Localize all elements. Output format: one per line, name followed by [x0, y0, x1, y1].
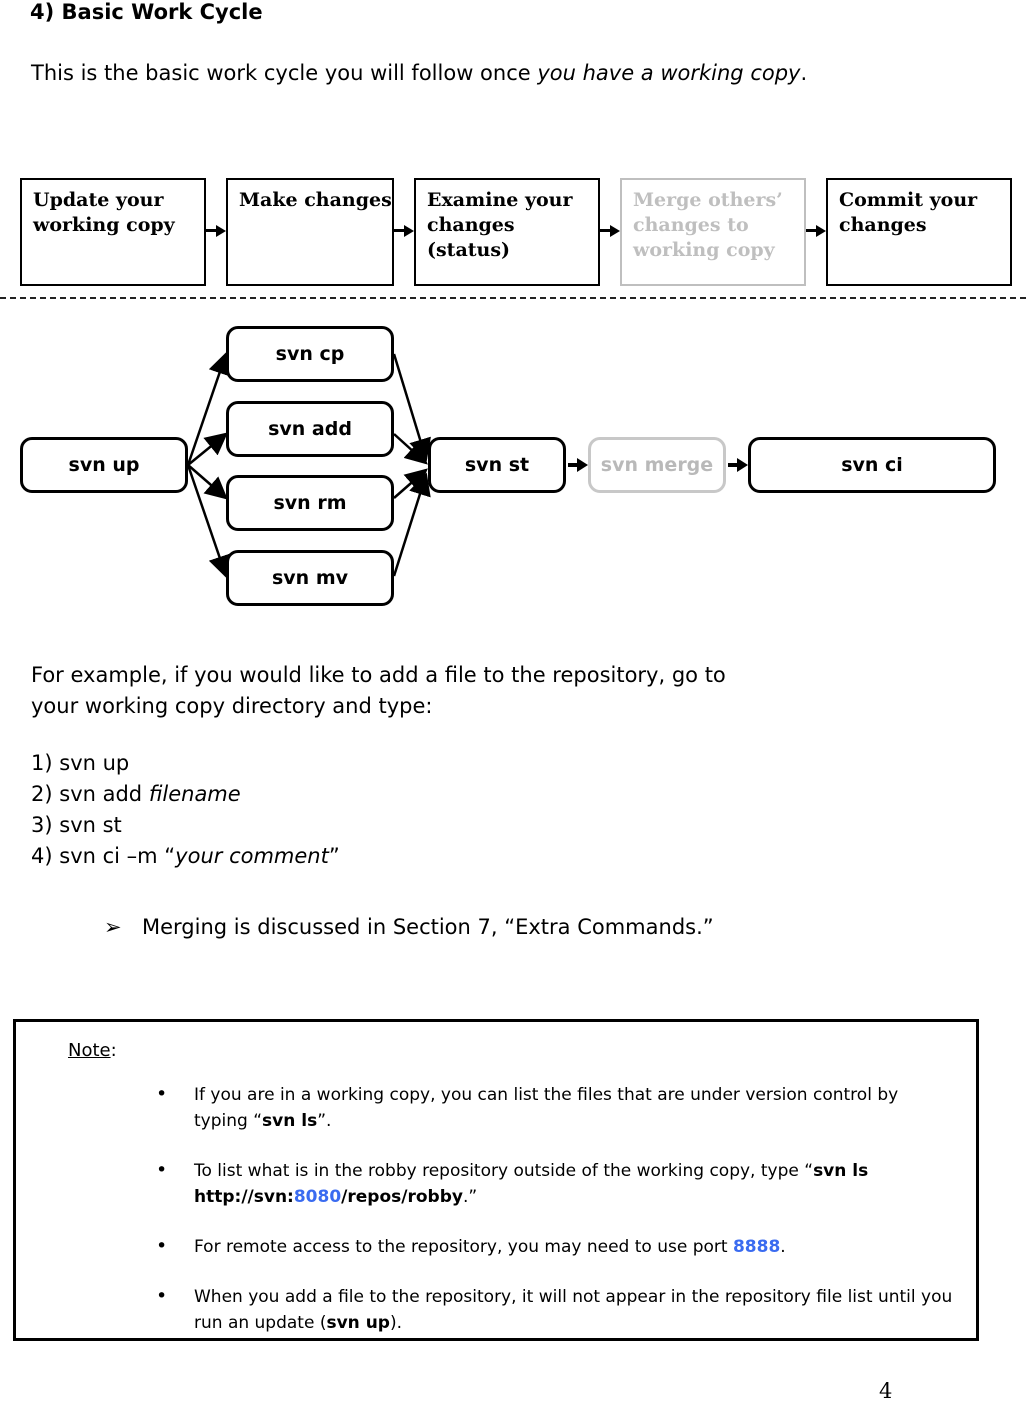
- step-4-command: svn ci –m “: [59, 844, 176, 868]
- step-2-number: 2): [31, 782, 53, 806]
- note-item-1-text: If you are in a working copy, you can li…: [194, 1082, 956, 1134]
- svn-box-ci: svn ci: [748, 437, 996, 493]
- note-item-1-part-1: If you are in a working copy, you can li…: [194, 1085, 899, 1131]
- flow-box-make-changes: Make changes: [226, 178, 394, 286]
- flow-box-examine: Examine your changes (status): [414, 178, 600, 286]
- flow-arrow-2: [394, 225, 414, 237]
- note-item-2-part-5: .”: [462, 1187, 478, 1207]
- merge-callout-text: Merging is discussed in Section 7, “Extr…: [142, 915, 714, 939]
- note-item-1-part-3: ”.: [317, 1111, 332, 1131]
- steps-list: 1) svn up 2) svn add filename 3) svn st …: [31, 748, 931, 872]
- page-number: 4: [879, 1379, 893, 1403]
- note-box: Note: • If you are in a working copy, yo…: [13, 1019, 979, 1341]
- svn-box-cp: svn cp: [226, 326, 394, 382]
- note-item-4-text: When you add a file to the repository, i…: [194, 1284, 956, 1336]
- intro-emphasis: you have a working copy: [537, 61, 801, 85]
- note-item-3-text: For remote access to the repository, you…: [194, 1234, 956, 1260]
- intro-text-before: This is the basic work cycle you will fo…: [31, 61, 538, 85]
- bullet-icon: •: [156, 1235, 168, 1257]
- note-item-2-part-2: svn ls http://svn:: [194, 1161, 869, 1207]
- section-divider: [0, 297, 1026, 299]
- svn-box-merge: svn merge: [588, 437, 726, 493]
- step-2-command: svn add: [59, 782, 149, 806]
- note-item-4-part-2: svn up: [326, 1313, 390, 1333]
- arrow-bullet-icon: ➢: [104, 915, 122, 939]
- note-item-2-part-1: To list what is in the robby repository …: [194, 1161, 814, 1181]
- merge-callout: ➢ Merging is discussed in Section 7, “Ext…: [104, 912, 984, 943]
- svn-flow-connectors: [186, 351, 431, 579]
- note-item-2-text: To list what is in the robby repository …: [194, 1158, 956, 1210]
- bullet-icon: •: [156, 1083, 168, 1105]
- step-item-2: 2) svn add filename: [31, 779, 931, 810]
- step-4-suffix: ”: [328, 844, 340, 868]
- note-item-4-part-1: When you add a file to the repository, i…: [194, 1287, 953, 1333]
- note-list-item-4: • When you add a file to the repository,…: [156, 1284, 956, 1336]
- svn-box-add: svn add: [226, 401, 394, 457]
- work-cycle-flow: Update your working copy Make changes Ex…: [0, 178, 1026, 290]
- svn-box-mv: svn mv: [226, 550, 394, 606]
- step-4-number: 4): [31, 844, 53, 868]
- flow-arrow-1: [206, 225, 226, 237]
- step-item-3: 3) svn st: [31, 810, 931, 841]
- note-item-2-port: 8080: [293, 1187, 342, 1207]
- step-1-number: 1): [31, 751, 53, 775]
- example-paragraph: For example, if you would like to add a …: [31, 660, 931, 722]
- note-title: Note:: [68, 1040, 117, 1061]
- flow-arrow-3: [600, 225, 620, 237]
- flow-box-commit: Commit your changes: [826, 178, 1012, 286]
- step-item-4: 4) svn ci –m “your comment”: [31, 841, 931, 872]
- svn-box-st: svn st: [428, 437, 566, 493]
- note-title-colon: :: [110, 1040, 117, 1061]
- svn-arrow-merge-ci: [728, 458, 748, 472]
- step-3-command: svn st: [59, 813, 122, 837]
- bullet-icon: •: [156, 1159, 168, 1181]
- note-item-3-part-1: For remote access to the repository, you…: [194, 1237, 733, 1257]
- intro-text-after: .: [800, 61, 808, 85]
- note-list-item-1: • If you are in a working copy, you can …: [156, 1082, 956, 1134]
- flow-box-merge: Merge others’ changes to working copy: [620, 178, 806, 286]
- note-item-4-part-3: ).: [389, 1313, 403, 1333]
- step-4-argument: your comment: [175, 844, 329, 868]
- svn-box-up: svn up: [20, 437, 188, 493]
- note-list-item-2: • To list what is in the robby repositor…: [156, 1158, 956, 1210]
- bullet-icon: •: [156, 1285, 168, 1307]
- note-item-3-port: 8888: [732, 1237, 781, 1257]
- note-title-word: Note: [68, 1040, 111, 1061]
- note-item-1-part-2: svn ls: [262, 1111, 318, 1131]
- svn-arrow-st-merge: [568, 458, 588, 472]
- note-item-3-part-3: .: [780, 1237, 786, 1257]
- intro-paragraph: This is the basic work cycle you will fo…: [31, 56, 931, 90]
- page-title: 4) Basic Work Cycle: [30, 0, 263, 24]
- step-1-command: svn up: [59, 751, 130, 775]
- note-item-2-part-4: /repos/robby: [341, 1187, 463, 1207]
- svn-command-flow: svn up svn cp svn add svn rm svn mv svn …: [0, 318, 1026, 618]
- note-list-item-3: • For remote access to the repository, y…: [156, 1234, 956, 1260]
- step-3-number: 3): [31, 813, 53, 837]
- example-line-1: For example, if you would like to add a …: [31, 663, 726, 687]
- svn-box-rm: svn rm: [226, 475, 394, 531]
- flow-box-update: Update your working copy: [20, 178, 206, 286]
- step-2-argument: filename: [148, 782, 241, 806]
- step-item-1: 1) svn up: [31, 748, 931, 779]
- flow-arrow-4: [806, 225, 826, 237]
- example-line-2: your working copy directory and type:: [31, 694, 433, 718]
